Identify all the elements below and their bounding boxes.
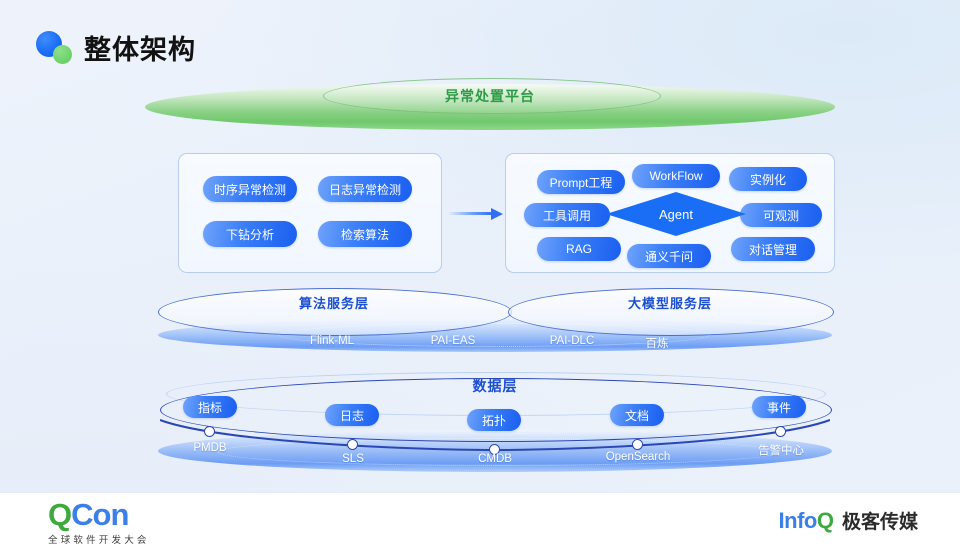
green-circle-icon (53, 45, 72, 64)
model-service-title: 大模型服务层 (627, 296, 712, 311)
model-service-ellipse (508, 288, 834, 336)
pill-timeseries-anomaly[interactable]: 时序异常检测 (203, 176, 297, 202)
service-item-flink-ml: Flink-ML (309, 335, 355, 347)
infoq-logo-q: Q (816, 508, 834, 533)
data-store-alert-center: 告警中心 (758, 445, 804, 457)
exception-platform-label: 异常处置平台 (445, 88, 535, 104)
pill-tool-invocation[interactable]: 工具调用 (524, 203, 610, 227)
arrow-head (491, 208, 503, 220)
service-item-bailian: 百炼 (645, 338, 669, 350)
title-dots-icon (36, 31, 72, 64)
data-store-cmdb: CMDB (478, 453, 512, 465)
service-item-pai-dlc: PAI-DLC (549, 335, 595, 347)
pill-metrics[interactable]: 指标 (183, 396, 237, 418)
slide-footer: QCon 全球软件开发大会 Info Q 极客传媒 (0, 492, 960, 544)
data-layer-title: 数据层 (472, 378, 518, 394)
pill-topology[interactable]: 拓扑 (467, 409, 521, 431)
algorithm-service-title: 算法服务层 (298, 296, 369, 311)
pill-drilldown-analysis[interactable]: 下钻分析 (203, 221, 297, 247)
data-store-opensearch: OpenSearch (605, 451, 671, 463)
agent-diamond-label: Agent (659, 206, 693, 222)
qcon-logo-con: Con (71, 497, 129, 532)
qcon-logo-q: Q (48, 497, 72, 532)
pill-rag[interactable]: RAG (537, 237, 621, 261)
green-inner-ellipse (323, 78, 661, 114)
data-store-sls: SLS (342, 453, 364, 465)
pill-dialog-management[interactable]: 对话管理 (731, 237, 815, 261)
agent-diamond[interactable]: Agent (606, 192, 746, 236)
infoq-logo: Info Q 极客传媒 (779, 507, 918, 534)
pill-instantiation[interactable]: 实例化 (729, 167, 807, 191)
algorithm-panel: 时序异常检测 日志异常检测 下钻分析 检索算法 (178, 153, 442, 273)
pill-documents[interactable]: 文档 (610, 404, 664, 426)
data-node-alert-center (775, 426, 786, 437)
service-item-pai-eas: PAI-EAS (430, 335, 476, 347)
algorithm-service-ellipse (158, 288, 512, 336)
pill-log-anomaly[interactable]: 日志异常检测 (318, 176, 412, 202)
pill-events[interactable]: 事件 (752, 396, 806, 418)
pill-prompt-engineering[interactable]: Prompt工程 (537, 170, 625, 194)
qcon-logo: QCon 全球软件开发大会 (48, 499, 150, 544)
pill-tongyi-qianwen[interactable]: 通义千问 (627, 244, 711, 268)
qcon-subtitle: 全球软件开发大会 (48, 535, 150, 544)
page-title: 整体架构 (84, 35, 196, 65)
pill-observability[interactable]: 可观测 (740, 203, 822, 227)
pill-retrieval-algorithm[interactable]: 检索算法 (318, 221, 412, 247)
data-node-opensearch (632, 439, 643, 450)
pill-logs[interactable]: 日志 (325, 404, 379, 426)
infoq-logo-cn: 极客传媒 (841, 512, 918, 533)
flow-arrow-icon (449, 208, 505, 220)
data-store-pmdb: PMDB (193, 442, 227, 454)
pill-workflow[interactable]: WorkFlow (632, 164, 720, 188)
arrow-shaft (449, 212, 493, 215)
data-node-sls (347, 439, 358, 450)
page-header: 整体架构 (36, 28, 196, 67)
infoq-logo-info: Info (778, 508, 818, 533)
qcon-wordmark: QCon (48, 499, 150, 531)
exception-platform-band: 异常处置平台 (145, 78, 835, 134)
data-node-cmdb (489, 444, 500, 455)
data-node-pmdb (204, 426, 215, 437)
